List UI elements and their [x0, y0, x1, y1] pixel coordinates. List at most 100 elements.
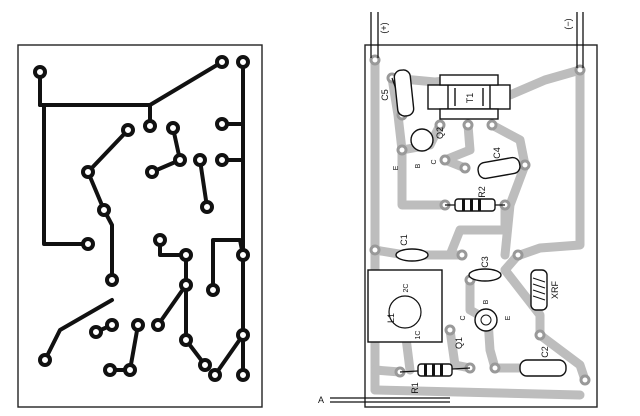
pad: [462, 119, 474, 131]
copper-pad: [97, 203, 111, 217]
pad: [396, 144, 408, 156]
copper-pad: [81, 237, 95, 251]
q1-label: Q1: [454, 337, 464, 349]
copper-pad: [123, 363, 137, 377]
copper-layout-panel: [17, 44, 263, 408]
copper-pad: [198, 358, 212, 372]
copper-trace: [108, 323, 140, 372]
q2-base-label: B: [415, 163, 422, 168]
copper-pad: [81, 165, 95, 179]
copper-trace: [158, 238, 188, 342]
xrf-label: XRF: [550, 280, 560, 299]
copper-pad: [206, 283, 220, 297]
trace: [487, 120, 530, 170]
q2-label: Q2: [435, 127, 445, 139]
pad: [489, 362, 501, 374]
pad: [434, 119, 446, 131]
copper-pad: [89, 325, 103, 339]
t1-label: T1: [465, 93, 475, 104]
trace: [370, 385, 585, 400]
pad: [456, 249, 468, 261]
c3-label: C3: [480, 256, 490, 268]
copper-trace: [43, 298, 114, 362]
copper-board-outline: [17, 44, 263, 408]
copper-pad: [131, 318, 145, 332]
copper-pad: [151, 318, 165, 332]
copper-pad: [105, 318, 119, 332]
pad: [459, 162, 471, 174]
copper-pad: [208, 368, 222, 382]
copper-pad: [33, 65, 47, 79]
copper-pad: [236, 248, 250, 262]
supply-leads: [330, 12, 584, 403]
component-labels: (+) (−) A C5 T1 Q2 C4 R2 C1 C3 XRF L1 Q1…: [318, 18, 573, 405]
pad: [486, 119, 498, 131]
c2-label: C2: [540, 346, 550, 358]
pad: [574, 64, 586, 76]
r2-label: R2: [477, 186, 487, 198]
copper-trace: [38, 60, 224, 107]
q1-transistor: [474, 308, 498, 332]
copper-trace: [156, 283, 188, 327]
c1-capacitor: [395, 248, 429, 262]
copper-pad: [121, 123, 135, 137]
copper-pad: [236, 55, 250, 69]
trace: [397, 145, 450, 210]
trace: [500, 265, 545, 340]
copper-pad: [200, 200, 214, 214]
pad: [369, 54, 381, 66]
copper-pad: [153, 233, 167, 247]
copper-pad: [145, 165, 159, 179]
copper-pads: [33, 55, 250, 382]
l1-coil: [367, 269, 443, 343]
copper-pad: [215, 153, 229, 167]
copper-pad: [173, 153, 187, 167]
c1-label: C1: [399, 234, 409, 246]
c4-capacitor: [477, 156, 521, 180]
c2-capacitor: [519, 359, 567, 377]
copper-pad: [215, 117, 229, 131]
q1-emitter-label: E: [505, 315, 512, 320]
c5-capacitor: [391, 69, 415, 117]
copper-pad: [143, 119, 157, 133]
trace: [440, 120, 475, 165]
copper-pad: [179, 333, 193, 347]
pad: [444, 324, 456, 336]
q1-base-label: B: [483, 299, 490, 304]
pad: [439, 154, 451, 166]
copper-pad: [179, 278, 193, 292]
copper-trace: [198, 158, 209, 209]
c4-label: C4: [492, 147, 502, 159]
l1-tap-2c-label: 2C: [403, 284, 410, 293]
copper-pad: [193, 153, 207, 167]
l1-label: L1: [386, 313, 396, 323]
antenna-terminal-label: A: [318, 395, 324, 405]
copper-trace: [211, 238, 245, 292]
copper-pad: [215, 55, 229, 69]
copper-pad: [105, 273, 119, 287]
copper-pad: [236, 368, 250, 382]
trace: [445, 200, 510, 260]
q2-emitter-label: E: [393, 165, 400, 170]
r2-resistor: [445, 198, 505, 212]
positive-terminal-label: (+): [379, 22, 389, 33]
trace: [515, 65, 585, 260]
copper-pad: [236, 328, 250, 342]
copper-trace: [213, 333, 245, 377]
component-board-outline: [364, 44, 598, 408]
pad: [534, 329, 546, 341]
trace: [505, 65, 585, 100]
copper-pad: [179, 248, 193, 262]
q2-collector-label: C: [431, 159, 438, 164]
copper-pad: [166, 121, 180, 135]
xrf-choke: [530, 269, 548, 311]
q1-collector-label: C: [460, 315, 467, 320]
pad: [369, 244, 381, 256]
component-layout-panel: (+) (−) A C5 T1 Q2 C4 R2 C1 C3 XRF L1 Q1…: [318, 12, 598, 408]
trace: [445, 325, 460, 370]
q2-transistor: [410, 128, 434, 152]
r1-resistor: [399, 363, 471, 377]
copper-pad: [38, 353, 52, 367]
copper-pad: [103, 363, 117, 377]
